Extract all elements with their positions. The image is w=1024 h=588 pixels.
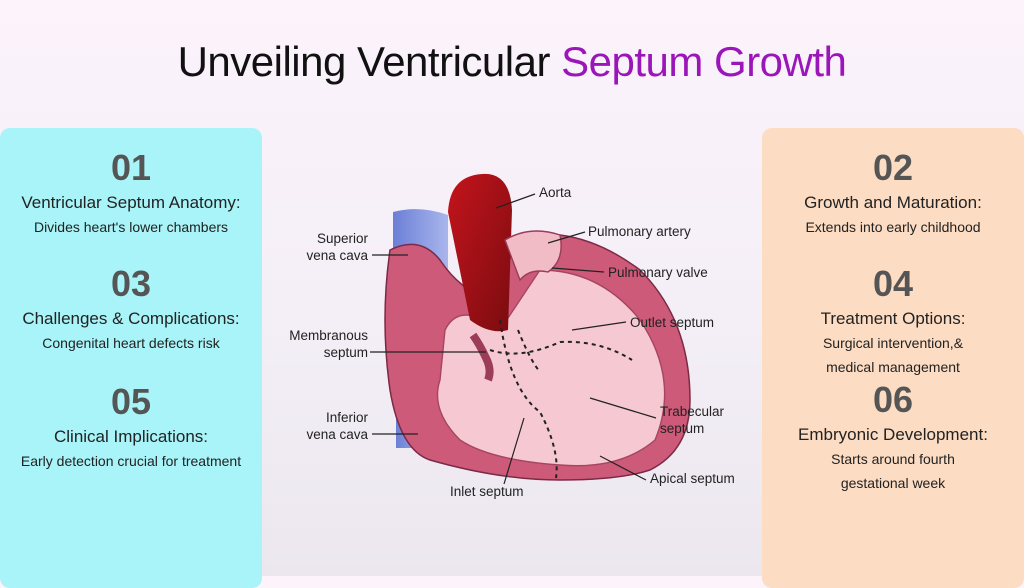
leader-apical <box>599 455 647 481</box>
item-number: 04 <box>872 263 914 304</box>
leader-pulmonary-valve <box>551 267 605 273</box>
left-panel: 01 Ventricular Septum Anatomy: Divides h… <box>0 128 262 588</box>
item-description: Extends into early childhood <box>805 219 981 235</box>
item-heading: Embryonic Development: <box>798 425 988 444</box>
label-outlet-septum: Outlet septum <box>630 315 714 330</box>
item-heading: Ventricular Septum Anatomy: <box>21 193 241 212</box>
leader-aorta <box>495 193 536 209</box>
label-trabecular-septum-2: septum <box>660 421 704 436</box>
septum-boundary-dash <box>489 340 633 361</box>
item-06: 06 Embryonic Development: Starts around … <box>762 380 1024 494</box>
aorta <box>448 173 512 332</box>
item-05: 05 Clinical Implications: Early detectio… <box>0 382 262 472</box>
membranous-septum <box>469 332 494 382</box>
item-description: Early detection crucial for treatment <box>20 453 242 469</box>
leader-outlet <box>571 321 627 331</box>
label-trabecular-septum-1: Trabecular <box>660 404 725 419</box>
label-pulmonary-artery: Pulmonary artery <box>588 224 691 239</box>
item-description: gestational week <box>840 475 946 491</box>
label-pulmonary-valve: Pulmonary valve <box>608 265 708 280</box>
item-description: medical management <box>826 359 960 375</box>
item-02: 02 Growth and Maturation: Extends into e… <box>762 148 1024 238</box>
item-heading: Treatment Options: <box>820 309 966 328</box>
item-description: Divides heart's lower chambers <box>33 219 229 235</box>
label-aorta: Aorta <box>539 185 572 200</box>
septum-boundary-dash <box>517 329 541 373</box>
label-inlet-septum: Inlet septum <box>450 484 524 499</box>
item-number: 03 <box>110 263 152 304</box>
item-heading: Growth and Maturation: <box>804 193 982 212</box>
right-panel: 02 Growth and Maturation: Extends into e… <box>762 128 1024 588</box>
item-01: 01 Ventricular Septum Anatomy: Divides h… <box>0 148 262 238</box>
septum-boundary-dash <box>499 319 558 479</box>
label-apical-septum: Apical septum <box>650 471 735 486</box>
item-04: 04 Treatment Options: Surgical intervent… <box>762 264 1024 378</box>
pulmonary-artery <box>504 230 562 282</box>
label-membranous-septum-1: Membranous <box>289 328 368 343</box>
ventricle-chamber <box>436 269 666 467</box>
item-description: Surgical intervention,& <box>822 335 964 351</box>
label-inferior-vena-cava-2: vena cava <box>306 427 368 442</box>
title-part-2: Septum Growth <box>561 38 847 85</box>
page-title: Unveiling Ventricular Septum Growth <box>0 38 1024 86</box>
label-superior-vena-cava-2: vena cava <box>306 248 368 263</box>
label-superior-vena-cava-1: Superior <box>317 231 369 246</box>
item-number: 02 <box>872 147 914 188</box>
leader-inlet <box>503 417 525 485</box>
label-inferior-vena-cava-1: Inferior <box>326 410 369 425</box>
item-03: 03 Challenges & Complications: Congenita… <box>0 264 262 354</box>
item-description: Starts around fourth <box>831 451 955 467</box>
item-description: Congenital heart defects risk <box>42 335 220 351</box>
item-heading: Clinical Implications: <box>54 427 208 446</box>
item-heading: Challenges & Complications: <box>22 309 240 328</box>
item-number: 06 <box>872 379 914 420</box>
leader-pulmonary-artery <box>547 231 586 244</box>
heart-septum-diagram: Aorta Pulmonary artery Pulmonary valve S… <box>289 173 735 499</box>
item-number: 01 <box>110 147 152 188</box>
label-membranous-septum-2: septum <box>324 345 368 360</box>
item-number: 05 <box>110 381 152 422</box>
title-part-1: Unveiling Ventricular <box>177 38 562 85</box>
leader-trabecular <box>589 397 657 419</box>
